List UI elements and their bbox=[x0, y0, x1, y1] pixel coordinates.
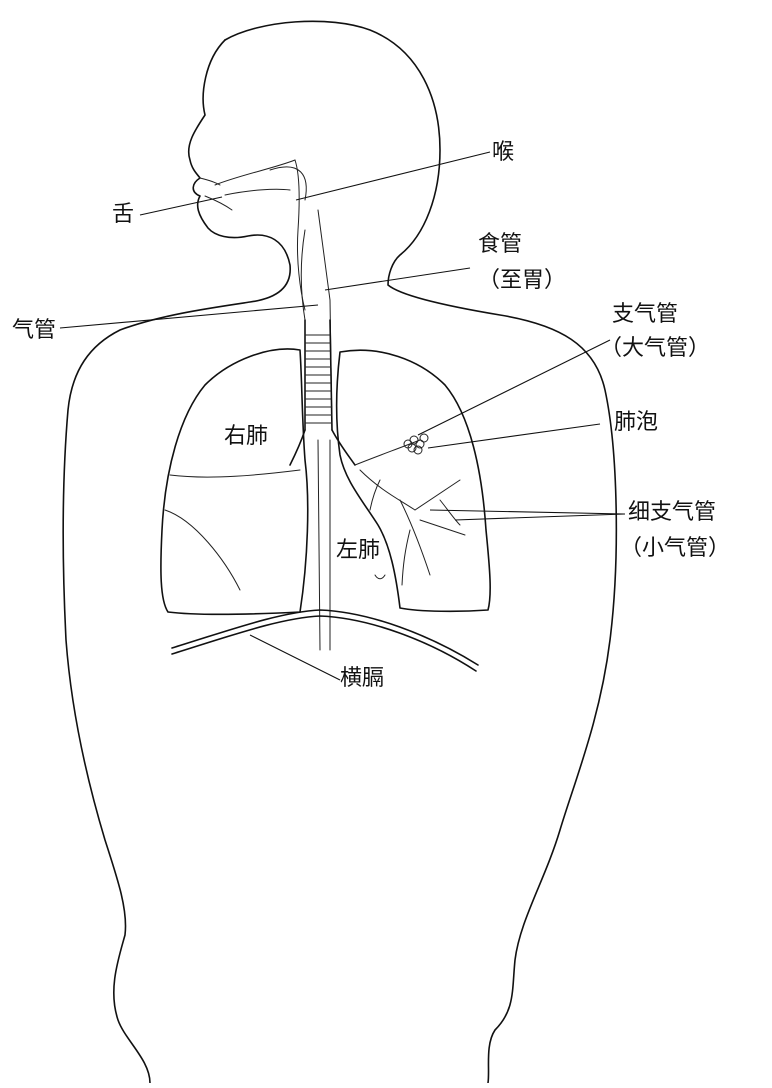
right-lung-drawing bbox=[161, 349, 308, 614]
left-lung-drawing bbox=[337, 350, 491, 611]
trachea-drawing bbox=[290, 320, 355, 465]
label-right-lung: 右肺 bbox=[224, 424, 268, 450]
label-esophagus-note: （至胃） bbox=[478, 268, 566, 294]
label-esophagus: 食管 bbox=[478, 232, 522, 258]
label-bronchus: 支气管 bbox=[612, 302, 678, 328]
label-tongue: 舌 bbox=[112, 202, 134, 228]
label-trachea: 气管 bbox=[12, 318, 56, 344]
label-larynx: 喉 bbox=[492, 140, 514, 166]
label-alveoli: 肺泡 bbox=[614, 410, 658, 436]
label-left-lung: 左肺 bbox=[336, 538, 380, 564]
alveoli-cluster bbox=[404, 434, 428, 454]
label-bronchiole-note: （小气管） bbox=[620, 536, 730, 562]
label-bronchus-note: （大气管） bbox=[600, 336, 710, 362]
diaphragm-drawing bbox=[172, 610, 478, 671]
label-bronchiole: 细支气管 bbox=[628, 500, 716, 526]
label-diaphragm: 横膈 bbox=[340, 666, 384, 692]
leader-lines bbox=[60, 152, 625, 680]
esophagus-drawing bbox=[318, 440, 330, 650]
